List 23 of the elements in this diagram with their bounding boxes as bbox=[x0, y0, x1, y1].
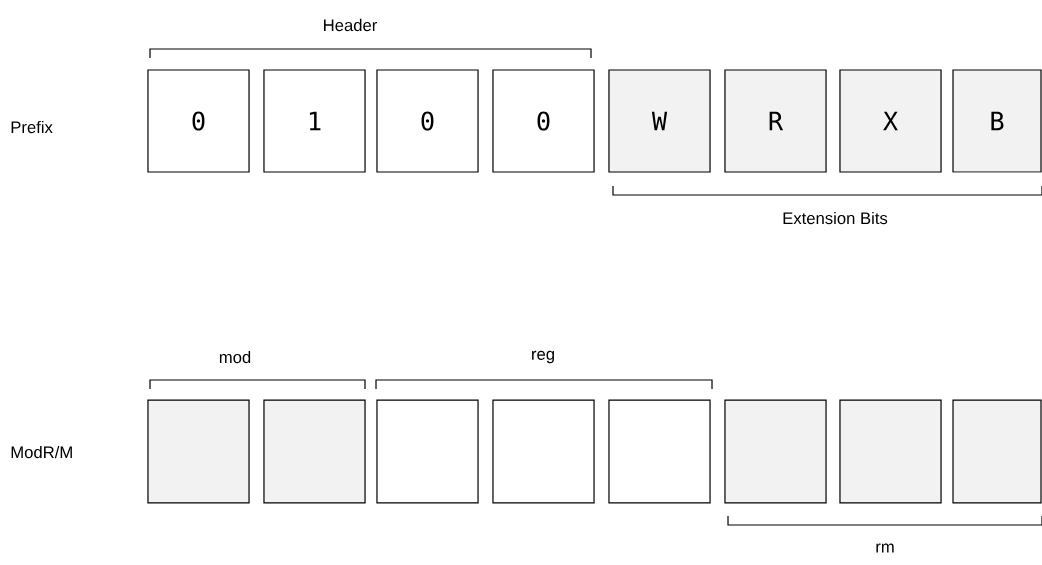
bit-box bbox=[263, 399, 366, 504]
bit-box bbox=[608, 399, 711, 504]
bit-box: 0 bbox=[147, 69, 250, 173]
bit-box bbox=[952, 399, 1042, 504]
row-label: ModR/M bbox=[11, 445, 72, 459]
bit-box: 0 bbox=[376, 69, 479, 173]
bit-box: 0 bbox=[492, 69, 595, 173]
bit-box bbox=[839, 399, 942, 504]
bit-box bbox=[147, 399, 250, 504]
bracket-label: mod bbox=[219, 350, 251, 364]
bit-box: B bbox=[952, 69, 1042, 173]
bracket-label: Extension Bits bbox=[783, 211, 888, 225]
bracket-label: reg bbox=[532, 350, 554, 364]
bit-box: X bbox=[839, 69, 942, 173]
bit-box bbox=[376, 399, 479, 504]
bracket-label: rm bbox=[876, 543, 894, 553]
bit-box: 1 bbox=[263, 69, 366, 173]
bit-box bbox=[492, 399, 595, 504]
row-label: Prefix bbox=[11, 120, 53, 134]
bracket-label: Header bbox=[324, 18, 378, 32]
bit-box: R bbox=[724, 69, 827, 173]
bit-box bbox=[724, 399, 827, 504]
bit-box: W bbox=[608, 69, 711, 173]
